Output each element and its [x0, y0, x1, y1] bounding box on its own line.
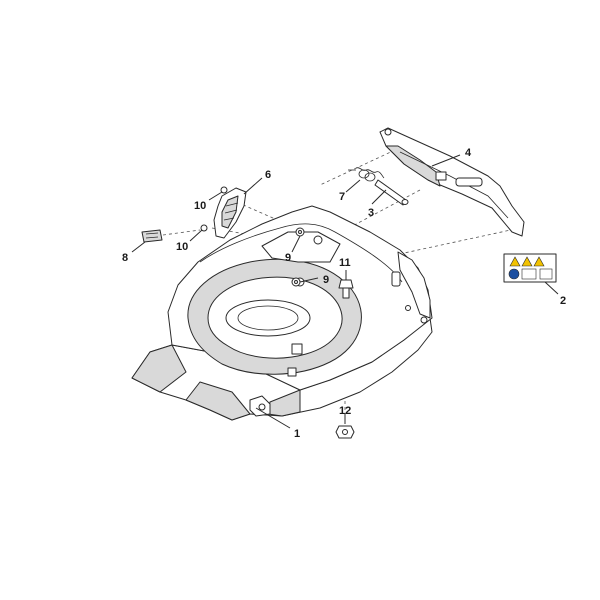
callout-10-lower: 10: [176, 241, 188, 253]
callout-6: 6: [265, 169, 271, 181]
callout-9-lower: 9: [323, 274, 329, 286]
warning-label: [503, 253, 557, 283]
callout-4: 4: [465, 147, 472, 159]
handle-bracket: [213, 187, 247, 239]
callout-9-upper: 9: [285, 252, 291, 264]
mower-deck-housing: [131, 205, 433, 421]
screw-lower: [200, 224, 208, 232]
callout-3: 3: [368, 207, 374, 219]
bolt: [338, 279, 354, 299]
screw-upper: [220, 186, 228, 194]
callout-11: 11: [339, 257, 351, 269]
pivot-rod: [374, 179, 409, 206]
rear-deflector-flap: [379, 127, 525, 237]
leader-lines: [131, 154, 559, 429]
callout-8: 8: [122, 252, 128, 264]
mulch-plug: [141, 229, 163, 243]
stud-upper: [295, 227, 305, 237]
torsion-spring: [348, 167, 385, 182]
callout-12: 12: [339, 405, 351, 417]
stud-lower: [291, 277, 301, 287]
callout-7: 7: [339, 191, 345, 203]
callout-10-upper: 10: [194, 200, 206, 212]
callout-2: 2: [560, 295, 566, 307]
nut: [335, 425, 355, 439]
callout-1: 1: [294, 428, 300, 440]
